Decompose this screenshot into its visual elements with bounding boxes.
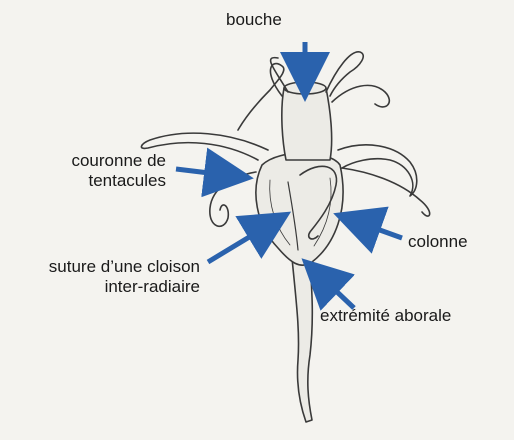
tentacle-left-long [140, 132, 269, 161]
mouth-opening [283, 81, 327, 95]
arrow-extremite [301, 258, 356, 311]
tentacle-left-curl [209, 171, 257, 228]
tentacle-right-long [337, 144, 418, 197]
arrow-suture [206, 211, 292, 265]
label-colonne: colonne [408, 232, 468, 251]
label-suture-cloison: suture d’une cloison inter-radiaire [12, 257, 200, 297]
label-couronne-line1: couronne de [71, 151, 166, 170]
mouth-tube [281, 82, 333, 161]
arrow-couronne [175, 147, 254, 198]
interradial-suture [287, 181, 299, 251]
tentacle-top-right [325, 51, 365, 97]
label-suture-line2: inter-radiaire [104, 277, 200, 296]
label-couronne-line2: tentacules [88, 171, 167, 190]
aboral-stalk [291, 257, 314, 423]
label-couronne-de-tentacules: couronne de tentacules [36, 151, 166, 191]
column-body [255, 152, 344, 266]
tentacle-inner-hook [299, 165, 338, 240]
tentacle-right-lower [341, 167, 431, 217]
tentacle-upper-right [331, 84, 391, 108]
annotation-arrows [175, 42, 403, 311]
label-suture-line1: suture d’une cloison [48, 257, 200, 276]
arrow-colonne [333, 206, 403, 254]
label-extremite-aborale: extrémité aborale [320, 306, 452, 325]
label-bouche: bouche [226, 10, 282, 29]
organism-illustration [140, 51, 431, 423]
